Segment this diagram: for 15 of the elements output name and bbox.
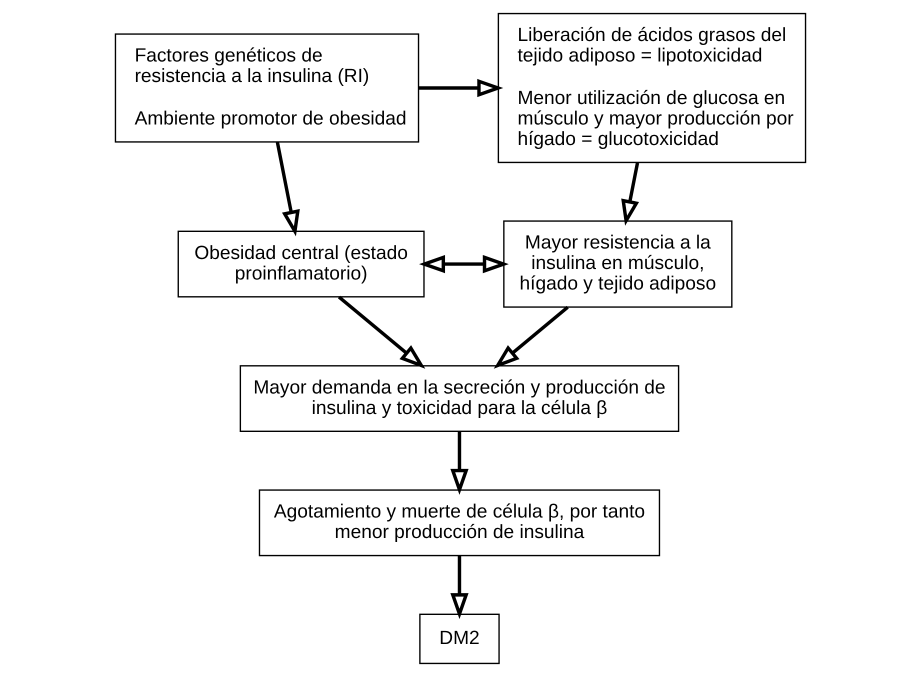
arrow (275, 142, 300, 236)
node-box: Liberación de ácidos grasos del tejido adiposo = lipotoxicidad Menor utilización de glucosa en músculo y mayor producción por hígado = glucotoxicidad (497, 12, 806, 164)
arrow (450, 432, 468, 495)
arrow (620, 162, 639, 226)
node-box: DM2 (418, 614, 500, 664)
node-box: Factores genéticos de resistencia a la insulina (RI) Ambiente promotor de obesidad (114, 33, 419, 143)
arrow (418, 255, 508, 274)
node-box: Agotamiento y muerte de célula β, por tanto menor producción de insulina (258, 489, 660, 556)
arrow (337, 296, 425, 369)
arrow (418, 78, 503, 98)
arrow (493, 306, 568, 369)
node-box: Mayor demanda en la secreción y producción de insulina y toxicidad para la célula β (239, 365, 679, 432)
node-box: Mayor resistencia a la insulina en músculo, hígado y tejido adiposo (502, 220, 732, 308)
node-box: Obesidad central (estado proinflamatorio) (177, 230, 424, 298)
arrow (450, 556, 468, 620)
